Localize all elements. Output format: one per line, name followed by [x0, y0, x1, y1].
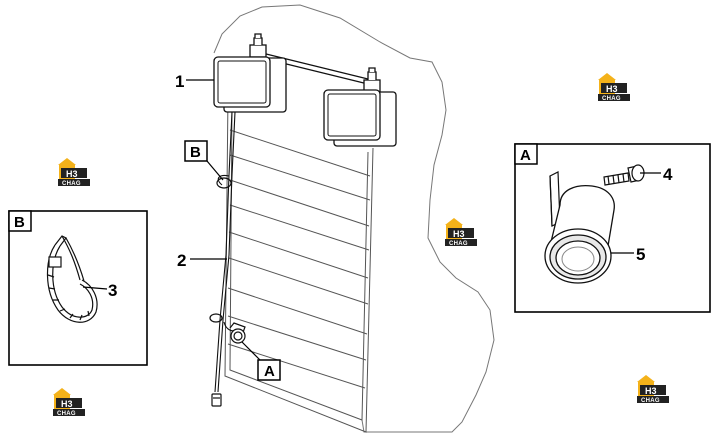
watermark-logo-1: H3 CHAG	[598, 73, 630, 102]
detail-a-label-box	[514, 143, 538, 165]
machine-outline	[213, 4, 495, 433]
watermark-logo-3: H3 CHAG	[445, 218, 477, 247]
svg-text:CHAG: CHAG	[62, 181, 81, 187]
bolt	[603, 164, 645, 186]
callout-4: 4	[663, 165, 673, 184]
svg-text:CHAG: CHAG	[602, 96, 621, 102]
svg-text:CHAG: CHAG	[57, 411, 76, 417]
detail-a-frame	[514, 143, 711, 313]
callout-5: 5	[636, 245, 645, 264]
svg-text:H3: H3	[645, 386, 657, 396]
svg-text:H3: H3	[61, 399, 73, 409]
detail-a-label: A	[520, 147, 531, 164]
detail-b-label-box	[8, 210, 32, 232]
callout-2: 2	[177, 251, 186, 270]
detail-b-label: B	[14, 214, 25, 231]
view-a-marker-label: A	[264, 363, 275, 380]
cable-tie-mark-upper	[216, 177, 232, 189]
svg-text:CHAG: CHAG	[641, 398, 660, 404]
view-a-leader	[241, 341, 261, 361]
view-b-leader	[206, 160, 224, 181]
detail-b-frame	[8, 210, 148, 366]
watermark-logo-5: H3 CHAG	[637, 375, 669, 404]
callout-1: 1	[175, 72, 184, 91]
round-work-lamp	[544, 184, 615, 284]
view-a-marker-box	[257, 359, 281, 381]
svg-text:H3: H3	[606, 84, 618, 94]
callout-3-leader	[82, 286, 108, 290]
watermark-logo-4: H3 CHAG	[53, 388, 85, 417]
harness-connector	[211, 393, 222, 407]
cable-tie-mark-lower	[209, 313, 223, 323]
right-work-lamp	[323, 67, 397, 147]
callout-3: 3	[108, 281, 117, 300]
svg-text:CHAG: CHAG	[449, 241, 468, 247]
left-work-lamp	[213, 33, 287, 113]
svg-text:H3: H3	[66, 169, 78, 179]
view-b-marker-box	[184, 140, 208, 162]
small-lamp-mark	[229, 322, 246, 344]
view-b-marker-label: B	[190, 144, 201, 161]
cable-tie	[46, 235, 98, 323]
svg-text:H3: H3	[453, 229, 465, 239]
watermark-logo-2: H3 CHAG	[58, 158, 90, 187]
